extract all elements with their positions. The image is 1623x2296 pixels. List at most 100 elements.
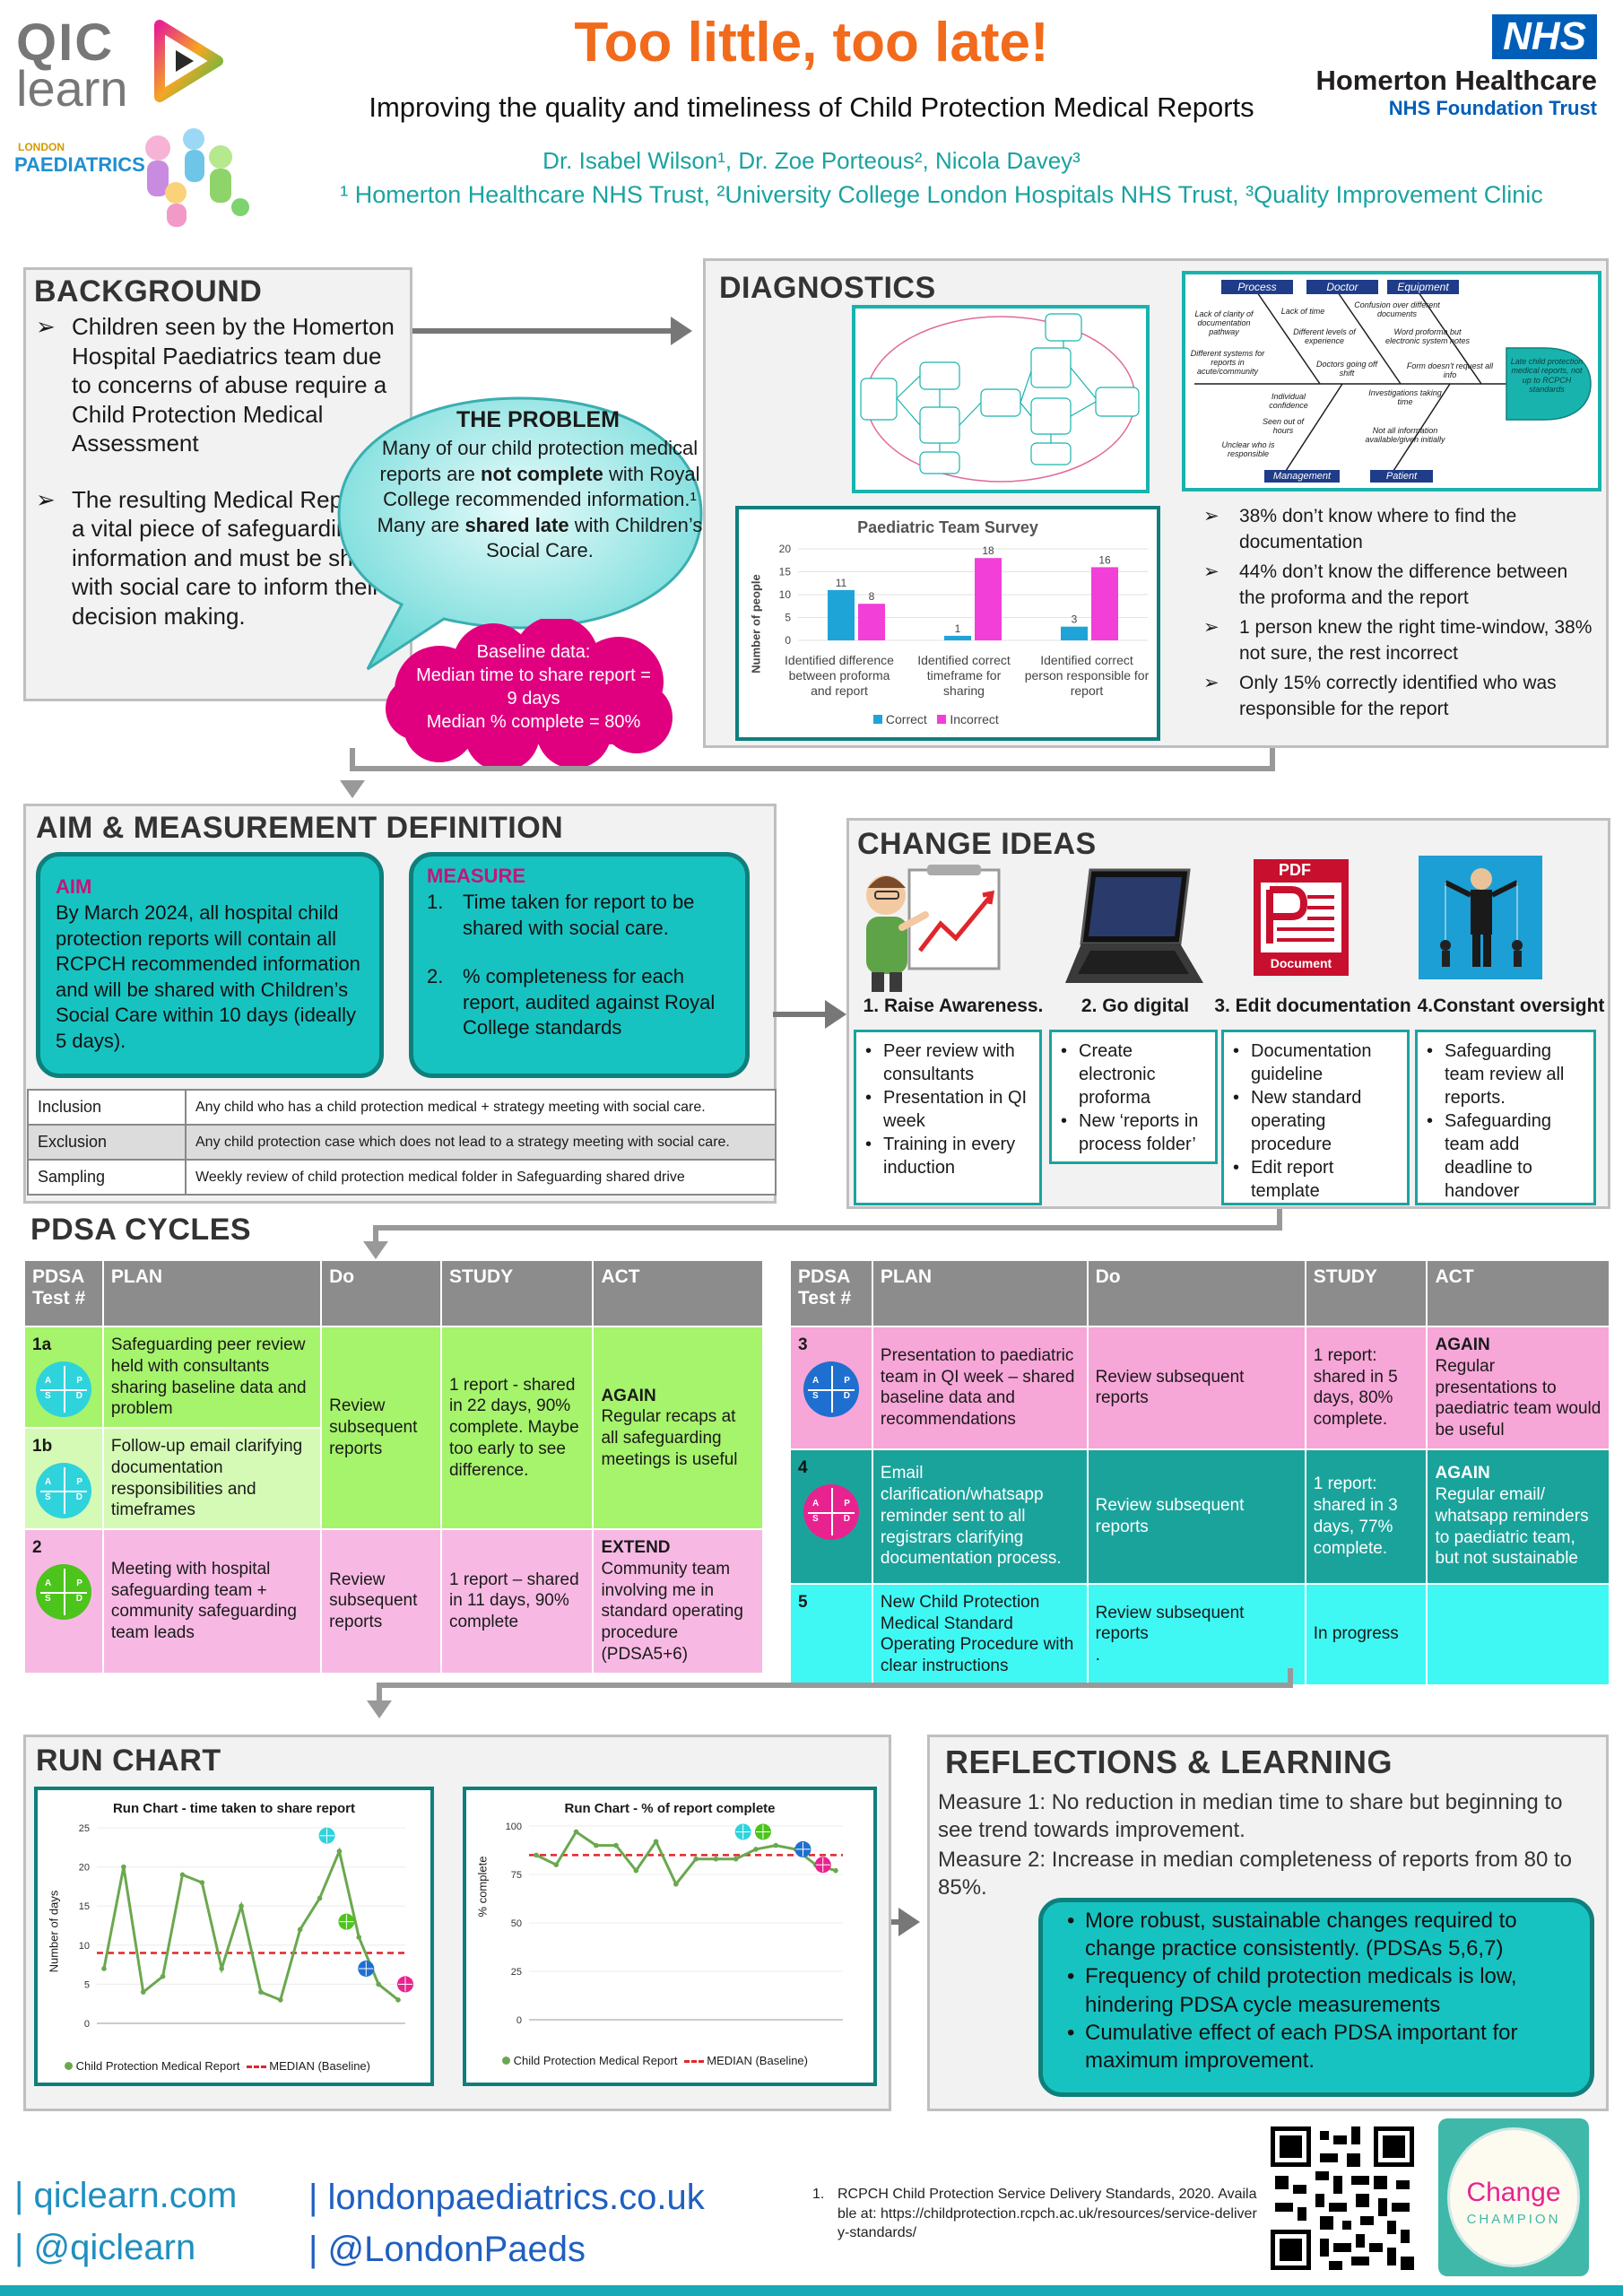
- run-ytick: 100: [506, 1822, 522, 1832]
- survey-cat-3: Identified correct person responsible fo…: [1024, 653, 1150, 698]
- pdsa-letter: A: [44, 1578, 52, 1588]
- definition-row: Exclusion Any child protection case whic…: [27, 1124, 777, 1161]
- survey-bar: [1061, 626, 1088, 640]
- london-paeds-text-2: PAEDIATRICS: [14, 153, 145, 176]
- pdsa-do: Review subsequent reports: [1086, 1448, 1306, 1585]
- problem-text-c: with Children’s Social Care.: [486, 513, 703, 562]
- run-complete-legend: Child Protection Medical Report MEDIAN (…: [502, 2054, 808, 2067]
- change-champion-badge: Change CHAMPION: [1438, 2118, 1589, 2276]
- run-data-point: [317, 1895, 323, 1901]
- run-data-point: [356, 1935, 362, 1940]
- affiliations: ¹ Homerton Healthcare NHS Trust, ²Univer…: [340, 181, 1543, 208]
- process-map: [852, 305, 1150, 493]
- run-data-point: [160, 1973, 166, 1979]
- qic-logo-text-2: learn: [16, 60, 128, 117]
- qr-code-icon[interactable]: [1266, 2122, 1419, 2274]
- pdsa-act-text: Regular email/ whatsapp reminders to pae…: [1435, 1485, 1589, 1569]
- survey-cat-1: Identified difference between proforma a…: [785, 653, 894, 698]
- pdsa-num: 3: [798, 1335, 808, 1354]
- pdsa-do: Review subsequent reports: [1086, 1326, 1306, 1450]
- pdsa-letter: D: [75, 1391, 82, 1402]
- qic-learn-logo: QIC learn: [16, 13, 231, 117]
- pdsa-act-text: Community team involving me in standard …: [601, 1559, 743, 1664]
- pdf-doc-label: Document: [1270, 956, 1332, 970]
- pdsa-letter: S: [812, 1514, 819, 1524]
- problem-text: Many of our child protection medical rep…: [375, 436, 705, 564]
- survey-ytick: 20: [779, 543, 792, 555]
- legend-median-icon: [683, 2060, 704, 2064]
- survey-chart-title: Paediatric Team Survey: [857, 518, 1038, 536]
- pdsa-plan: Safeguarding peer review held with consu…: [101, 1326, 323, 1429]
- survey-legend: Correct Incorrect: [873, 712, 999, 726]
- run-ytick: 0: [84, 2019, 90, 2030]
- laptop-icon: [1065, 868, 1203, 983]
- run-days-title: Run Chart - time taken to share report: [112, 1801, 356, 1816]
- baseline-line-1: Baseline data:: [476, 642, 591, 662]
- fishbone-cause: Unclear who is responsible: [1221, 440, 1275, 458]
- change-item: New standard operating procedure: [1229, 1086, 1402, 1156]
- problem-bold-a: not complete: [481, 462, 603, 485]
- pdsa-act-keyword: AGAIN: [601, 1386, 656, 1405]
- process-map-diagram: [860, 313, 1140, 483]
- run-data-point: [376, 1981, 381, 1987]
- aim-to-change-arrow: [773, 1000, 846, 1029]
- londonpaeds-twitter-link[interactable]: | @LondonPaeds: [308, 2230, 586, 2269]
- fishbone-cause: Different systems for reports in acute/c…: [1190, 349, 1265, 376]
- change-item: Safeguarding team review all reports.: [1423, 1039, 1588, 1109]
- run-ytick: 25: [511, 1967, 522, 1978]
- change-item: Edit report template: [1229, 1156, 1402, 1203]
- finding-4: Only 15% correctly identified who was re…: [1203, 671, 1598, 723]
- reflection-point: Cumulative effect of each PDSA important…: [1063, 2019, 1584, 2074]
- qic-logo-text-1: QIC: [16, 13, 115, 72]
- qiclearn-twitter-link[interactable]: | @qiclearn: [14, 2228, 196, 2267]
- fishbone-cat-doctor: Doctor: [1306, 280, 1378, 294]
- change-idea-4-label: 4.Constant oversight: [1417, 996, 1605, 1016]
- legend-incorrect: Incorrect: [950, 712, 999, 726]
- survey-bar-label: 16: [1098, 553, 1111, 566]
- change-idea-1-label: 1. Raise Awareness.: [863, 996, 1044, 1016]
- change-item: Documentation guideline: [1229, 1039, 1402, 1086]
- qiclearn-website-link[interactable]: | qiclearn.com: [14, 2176, 238, 2215]
- pdsa-study: In progress: [1304, 1582, 1428, 1686]
- pdsa-letter: D: [843, 1391, 850, 1402]
- pdsa-do: Review subsequent reports: [320, 1528, 442, 1674]
- measure-list: 1. Time taken for report to be shared wi…: [427, 890, 741, 1041]
- diagnostic-findings: 38% don’t know where to find the documen…: [1203, 504, 1598, 723]
- pdsa-letter: S: [44, 1391, 51, 1402]
- play-logo-icon: [154, 20, 223, 102]
- definition-row: Inclusion Any child who has a child prot…: [27, 1089, 777, 1126]
- pdsa-num: 5: [798, 1592, 808, 1612]
- londonpaeds-website-link[interactable]: | londonpaediatrics.co.uk: [308, 2178, 705, 2217]
- run-ytick: 20: [79, 1863, 90, 1874]
- pdsa-letter: A: [44, 1375, 52, 1386]
- survey-bar-label: 18: [982, 544, 994, 557]
- survey-ytick: 15: [779, 566, 792, 578]
- pdsa-header: PLAN: [871, 1259, 1089, 1327]
- reflection-point: More robust, sustainable changes require…: [1063, 1907, 1584, 1962]
- problem-text-a: Many of our child protection medical rep…: [379, 437, 699, 485]
- pdsa-act-keyword: EXTEND: [601, 1538, 671, 1557]
- survey-bar-label: 3: [1072, 613, 1078, 626]
- oversight-puppeteer-icon: [1419, 856, 1542, 979]
- pdsa-header: STUDY: [1304, 1259, 1428, 1327]
- pdsa-header-row: PDSA Test # PLAN Do STUDY ACT: [23, 1259, 764, 1327]
- pdsa-down-arrowhead: [363, 1241, 388, 1259]
- run-chart-complete-frame: Run Chart - % of report complete % compl…: [463, 1787, 877, 2086]
- run-to-reflections-arrow: [891, 1908, 920, 1936]
- fishbone-cat-management: Management: [1264, 470, 1340, 483]
- measure-box: [409, 852, 750, 1078]
- legend-point-icon: [65, 2062, 73, 2070]
- run-data-point: [179, 1872, 186, 1878]
- fishbone-cat-patient: Patient: [1370, 470, 1433, 483]
- change-idea-3-label: 3. Edit documentation: [1214, 996, 1411, 1016]
- fishbone-cause: Investigations taking time: [1368, 388, 1442, 406]
- pdsa-letter: P: [76, 1375, 82, 1386]
- pdsa-plan: Follow-up email clarifying documentation…: [101, 1427, 323, 1530]
- pdsa-letter: P: [76, 1476, 82, 1487]
- baseline-line-3: Median % complete = 80%: [426, 712, 641, 732]
